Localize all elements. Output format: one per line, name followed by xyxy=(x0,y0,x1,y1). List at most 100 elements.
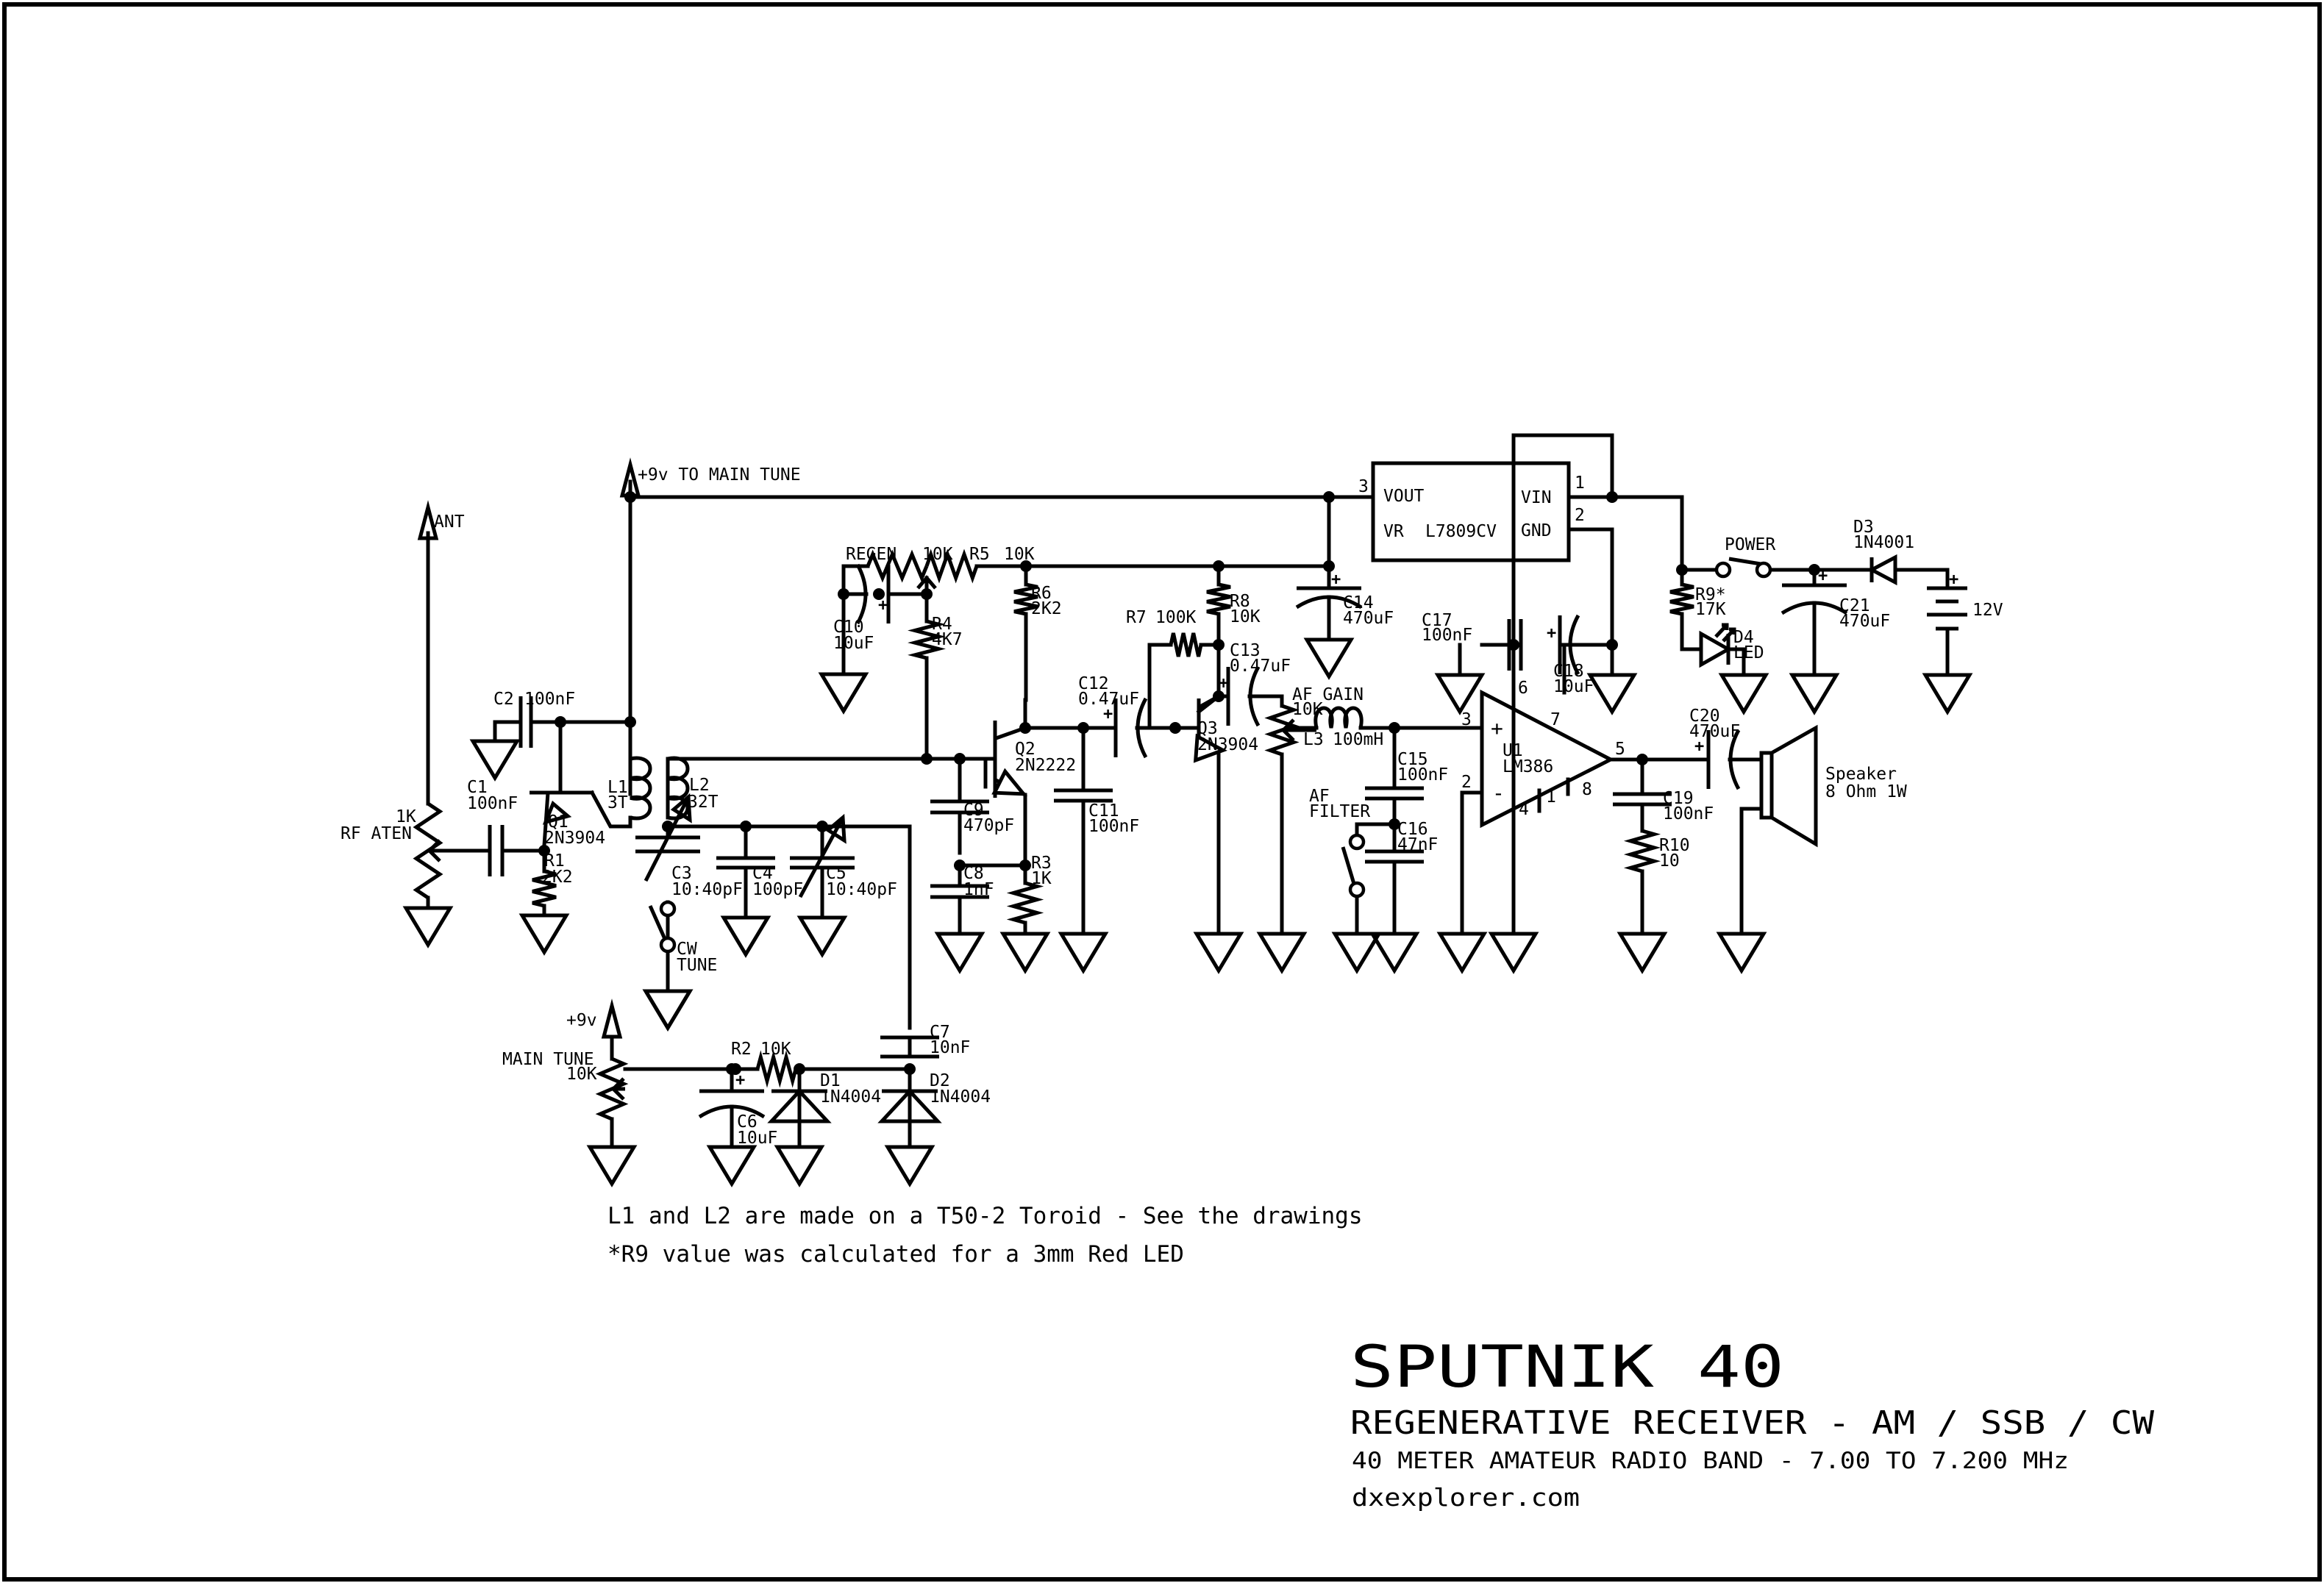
regen-name: REGEN xyxy=(846,545,897,564)
polarity-plus: + xyxy=(1331,571,1341,589)
ground-icon xyxy=(1193,932,1244,974)
c8-value: 1nF xyxy=(963,880,994,899)
ground-icon xyxy=(1922,673,1973,715)
ground-icon xyxy=(1789,673,1840,715)
r9-value: 17K xyxy=(1695,600,1726,619)
ground-icon xyxy=(1718,673,1769,715)
c6-name: C6 xyxy=(737,1112,758,1132)
af-gain-pot xyxy=(1264,704,1316,757)
l3-value: 100mH xyxy=(1333,730,1383,749)
d1-value: 1N4004 xyxy=(820,1087,881,1107)
labels: ANT +9v TO MAIN TUNE 1K RF ATEN C1 100nF… xyxy=(341,465,2003,1148)
u1-pin7: 7 xyxy=(1550,710,1561,729)
title: SPUTNIK 40 xyxy=(1350,1334,1784,1401)
ground-triangle xyxy=(1331,932,1383,974)
junction-dots xyxy=(538,491,1820,1075)
d4-led xyxy=(1699,623,1736,668)
wiper-arrow xyxy=(427,839,441,862)
c9-capacitor xyxy=(930,799,989,815)
c9-value: 470pF xyxy=(963,816,1014,835)
ground-triangle xyxy=(1718,673,1769,715)
r6-name: R6 xyxy=(1031,584,1052,603)
ground-icon xyxy=(518,913,570,956)
switch-terminal xyxy=(1348,833,1366,851)
d4-value: LED xyxy=(1733,643,1764,662)
note-toroid: L1 and L2 are made on a T50-2 Toroid - S… xyxy=(607,1203,1363,1229)
polarity-plus: + xyxy=(1949,571,1958,589)
polarity-plus: + xyxy=(878,596,888,615)
speaker-name: Speaker xyxy=(1825,765,1897,784)
resistor-zigzag xyxy=(1006,881,1044,925)
ground-triangle xyxy=(586,1145,638,1187)
u1-pin6: 6 xyxy=(1518,679,1528,698)
junction-dot xyxy=(1213,639,1225,651)
junction-dot xyxy=(921,588,933,600)
c11-name: C11 xyxy=(1088,801,1119,821)
polarity-plus: + xyxy=(1103,705,1113,723)
plus9-main-tune-label: +9v TO MAIN TUNE xyxy=(638,465,801,485)
l1-coil xyxy=(630,756,652,821)
u1-name: U1 xyxy=(1503,741,1523,760)
ground-triangle xyxy=(642,989,694,1032)
c3-name: C3 xyxy=(671,864,692,883)
ground-triangle xyxy=(1436,932,1488,974)
rail-arrow-icon xyxy=(601,998,623,1039)
l1-name: L1 xyxy=(607,778,628,797)
q2-name: Q2 xyxy=(1015,740,1036,759)
c4-capacitor xyxy=(716,856,775,870)
cw-tune-switch xyxy=(648,900,677,954)
c5-variable-capacitor xyxy=(790,813,855,898)
ground-triangle xyxy=(706,1145,758,1187)
ground-triangle xyxy=(818,672,869,715)
c8-name: C8 xyxy=(963,864,984,883)
ground-icon xyxy=(818,672,869,715)
r9-resistor xyxy=(1669,582,1694,616)
band-info: 40 METER AMATEUR RADIO BAND - 7.00 TO 7.… xyxy=(1352,1448,2069,1474)
rf-aten-value: 1K xyxy=(396,807,416,826)
switch-terminal xyxy=(659,936,677,954)
junction-dot xyxy=(1323,491,1335,503)
switch-terminal xyxy=(1755,561,1772,579)
curved-plate xyxy=(855,563,868,625)
c10-electrolytic: + xyxy=(855,563,891,625)
ground-triangle xyxy=(469,739,521,782)
c15-capacitor xyxy=(1365,786,1424,801)
c19-capacitor xyxy=(1613,792,1672,807)
junction-dot xyxy=(624,716,636,728)
regen-value: 10K xyxy=(922,545,953,564)
junction-dot xyxy=(954,753,966,765)
junction-dot xyxy=(794,1063,805,1075)
switch-lever xyxy=(648,904,667,940)
junction-dot xyxy=(1676,564,1688,576)
resistor-zigzag xyxy=(866,549,929,583)
ground-icon xyxy=(1369,932,1420,974)
junction-dot xyxy=(1606,639,1618,651)
c7-value: 10nF xyxy=(930,1038,970,1057)
junction-dot xyxy=(1389,818,1400,830)
r3-resistor xyxy=(1006,881,1044,925)
c19-value: 100nF xyxy=(1663,804,1714,823)
l3-coil xyxy=(1314,706,1364,729)
polarity-plus: + xyxy=(1219,674,1228,693)
u1-pin1: 1 xyxy=(1546,787,1556,807)
d2-value: 1N4004 xyxy=(930,1087,991,1107)
main-tune-value: 10K xyxy=(566,1065,597,1084)
junction-dot xyxy=(624,491,636,503)
ground-triangle xyxy=(642,989,694,1032)
junction-dot xyxy=(954,860,966,871)
ground-icon xyxy=(720,915,771,958)
c3-value: 10:40pF xyxy=(671,880,743,899)
ground-icon xyxy=(469,739,521,782)
ground-triangle xyxy=(1193,932,1244,974)
c2-capacitor xyxy=(518,696,533,748)
c5-value: 10:40pF xyxy=(826,880,897,899)
coil-loops xyxy=(667,756,690,821)
junction-dot xyxy=(816,821,828,832)
vr-regulator xyxy=(1329,461,1571,562)
junction-dot xyxy=(873,588,885,600)
resistor-zigzag xyxy=(908,619,946,660)
d1-diode xyxy=(767,1088,832,1123)
rf-aten-pot xyxy=(413,801,443,900)
d4-name: D4 xyxy=(1733,628,1754,647)
